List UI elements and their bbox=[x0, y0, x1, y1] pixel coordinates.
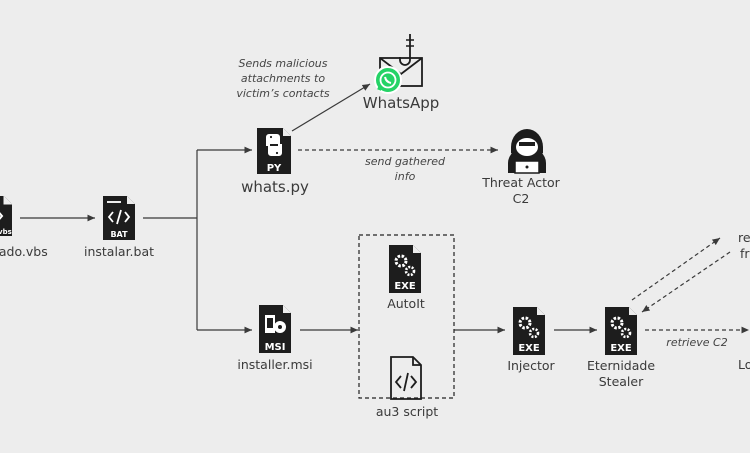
edge-offscreen-down-dashed bbox=[641, 251, 731, 313]
edge-label-sends-line3: victim’s contacts bbox=[236, 87, 330, 100]
stealer-label-line2: Stealer bbox=[598, 374, 644, 389]
msi-file-icon-text: MSI bbox=[265, 342, 286, 353]
edge-label-retrieve: retrieve C2 bbox=[666, 336, 728, 349]
injector-label: Injector bbox=[507, 358, 555, 373]
msi-file-icon: MSI bbox=[259, 305, 291, 353]
whatsapp-logo-icon bbox=[374, 66, 402, 94]
stealer-label: Eternidade Stealer bbox=[576, 358, 666, 390]
python-file-icon-text: PY bbox=[267, 163, 282, 174]
injector-exe-icon: EXE bbox=[513, 307, 545, 355]
offscreen-label-bottom: Lo bbox=[738, 357, 750, 372]
threat-actor-label-line1: Threat Actor bbox=[482, 175, 560, 190]
autoit-group-box bbox=[358, 234, 455, 399]
edge-label-sends-line2: attachments to bbox=[240, 72, 326, 85]
hacker-icon bbox=[508, 129, 546, 174]
vbs-label: cado.vbs bbox=[0, 244, 48, 259]
offscreen-label-top-2: fr bbox=[740, 246, 750, 261]
threat-actor-label: Threat Actor C2 bbox=[476, 175, 566, 207]
python-file-icon: PY bbox=[257, 128, 291, 174]
au3-script-label: au3 script bbox=[375, 404, 439, 419]
stealer-label-line1: Eternidade bbox=[586, 358, 656, 373]
whats-py-label: whats.py bbox=[241, 178, 309, 196]
edge-label-sends: Sends malicious attachments to victim’s … bbox=[222, 56, 344, 101]
edge-label-sends-line1: Sends malicious bbox=[238, 57, 328, 70]
threat-actor-label-line2: C2 bbox=[512, 191, 530, 206]
msi-label: installer.msi bbox=[237, 357, 313, 372]
edge-stealer-up-dashed bbox=[631, 237, 721, 301]
vbs-file-icon: vbs bbox=[0, 196, 12, 236]
edge-label-gathered-line1: send gathered bbox=[365, 155, 445, 168]
script-file-icon bbox=[390, 356, 422, 400]
vbs-file-icon-text: vbs bbox=[0, 228, 12, 236]
offscreen-label-top-1: re bbox=[738, 230, 750, 245]
autoit-label: AutoIt bbox=[387, 296, 425, 311]
edge-py-to-whatsapp bbox=[291, 83, 371, 132]
whatsapp-label: WhatsApp bbox=[362, 94, 440, 112]
stealer-exe-icon: EXE bbox=[605, 307, 637, 355]
bat-file-icon: BAT bbox=[103, 196, 135, 240]
edge-label-gathered-line2: info bbox=[394, 170, 416, 183]
bat-file-icon-text: BAT bbox=[110, 230, 128, 239]
bat-label: instalar.bat bbox=[83, 244, 155, 259]
injector-exe-icon-text: EXE bbox=[518, 343, 540, 354]
autoit-exe-icon: EXE bbox=[389, 245, 421, 293]
stealer-exe-icon-text: EXE bbox=[610, 343, 632, 354]
autoit-exe-icon-text: EXE bbox=[394, 281, 416, 292]
edge-label-gathered: send gathered info bbox=[348, 154, 462, 184]
